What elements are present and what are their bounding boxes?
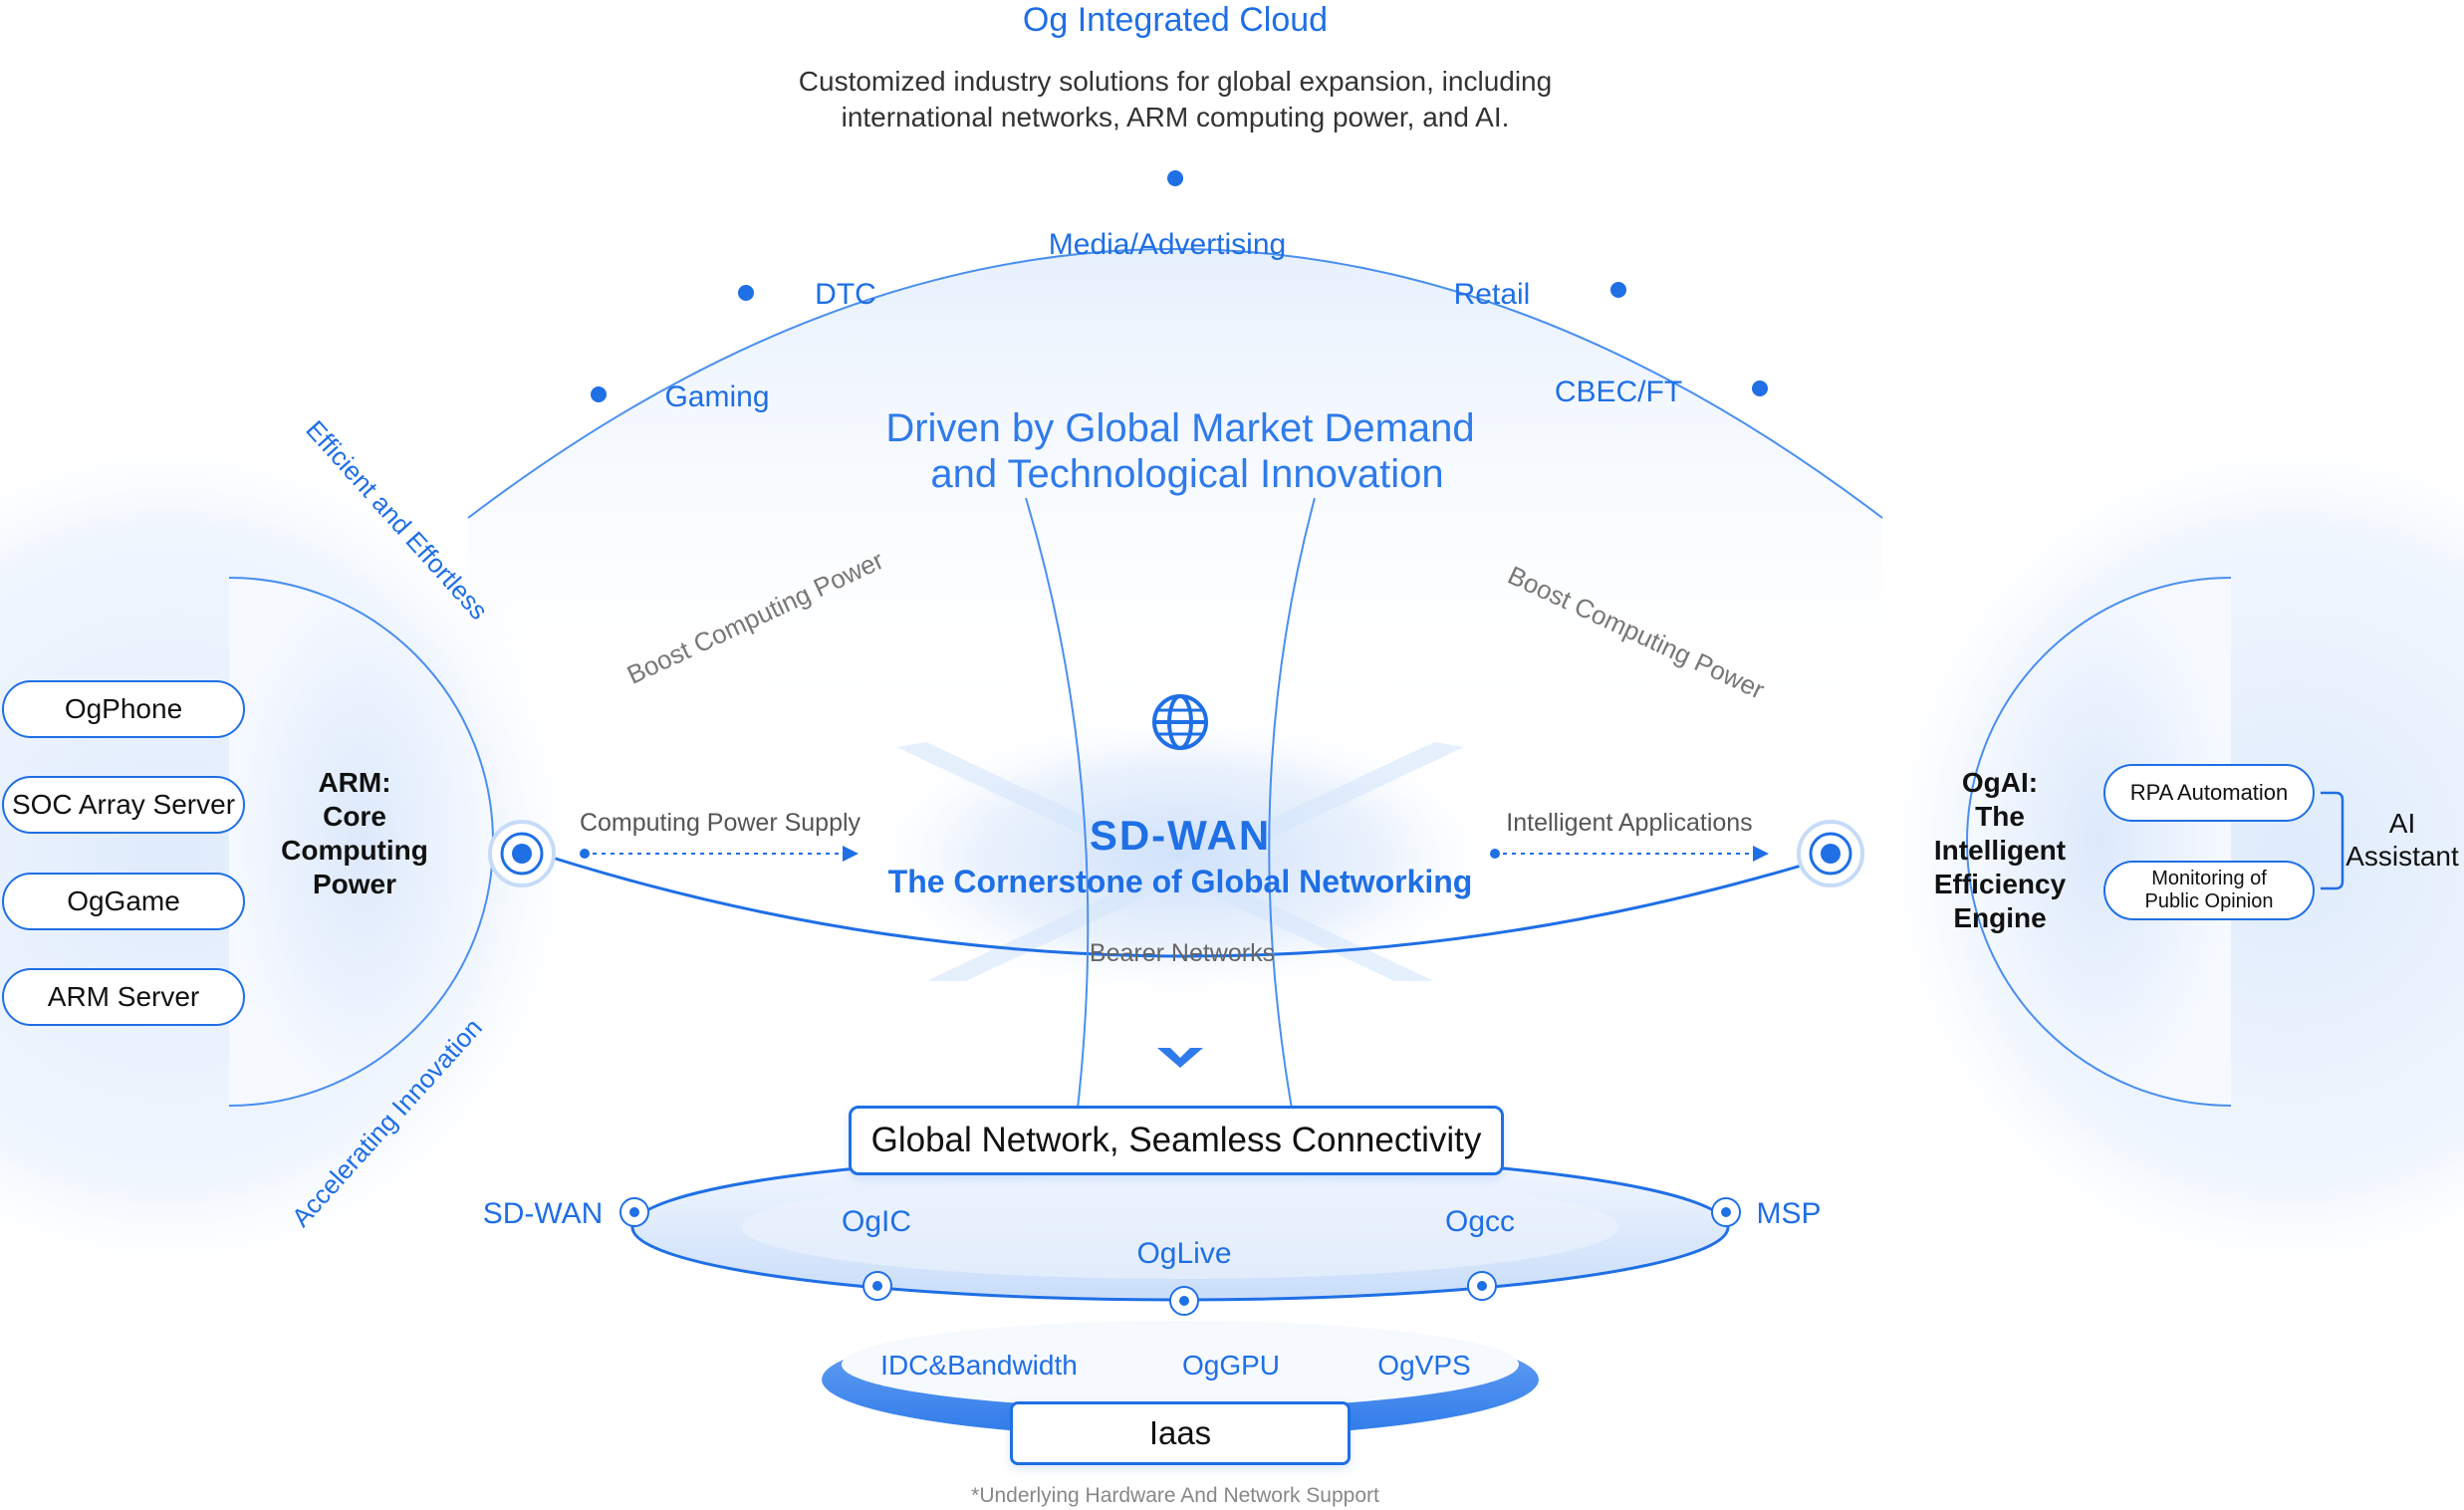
funnel-right: [1268, 497, 1316, 1127]
driver-line-2: and Technological Innovation: [930, 452, 1443, 496]
assistant-line-1: AI: [2389, 808, 2415, 839]
node-label-sdwan: SD-WAN: [483, 1197, 604, 1230]
globe-icon: [1152, 694, 1208, 750]
center-subtitle: The Cornerstone of Global Networking: [888, 864, 1473, 899]
industry-dot-dtc: [738, 285, 754, 301]
page-title: Og Integrated Cloud: [1023, 1, 1328, 39]
right-core-arc: [1966, 577, 2232, 1107]
assistant-line-2: Assistant: [2345, 841, 2459, 872]
iaas-label: Iaas: [1010, 1401, 1351, 1465]
industry-media: Media/Advertising: [1049, 228, 1286, 261]
beam-2: [926, 742, 1464, 981]
iaas-item-oggpu: OgGPU: [1182, 1350, 1280, 1381]
ogai-title-5: Engine: [1953, 902, 2046, 933]
right-item-rpa-label: RPA Automation: [2129, 780, 2289, 805]
ogai-title-4: Efficiency: [1934, 869, 2067, 899]
iaas-base-tint: [842, 1321, 1519, 1408]
node-marker-ogic: [862, 1271, 892, 1301]
assistant-bracket: [2321, 791, 2344, 890]
industry-dot-cbec: [1752, 380, 1768, 396]
left-item-arm-server: ARM Server: [2, 968, 245, 1026]
left-item-ogphone: OgPhone: [2, 680, 245, 738]
beam-1: [896, 742, 1434, 981]
center-title: SD-WAN: [1090, 812, 1271, 859]
right-target-node: [1797, 820, 1864, 887]
network-banner: Global Network, Seamless Connectivity: [849, 1106, 1504, 1175]
subtitle-line-2: international networks, ARM computing po…: [842, 102, 1510, 132]
node-marker-oglive: [1169, 1286, 1199, 1316]
left-item-oggame: OgGame: [2, 873, 245, 930]
left-target-node: [488, 820, 556, 887]
right-item-monitoring-line-1: Monitoring of: [2151, 868, 2267, 889]
industry-gaming: Gaming: [664, 380, 769, 413]
industry-dot-gaming: [591, 386, 607, 402]
industry-retail: Retail: [1454, 278, 1531, 311]
center-glow: [852, 707, 1509, 1006]
industry-dot-retail: [1610, 282, 1626, 298]
flow-arrow-left: [580, 846, 859, 862]
node-marker-ogcc: [1467, 1271, 1497, 1301]
iaas-item-idc: IDC&Bandwidth: [880, 1350, 1078, 1381]
node-label-ogcc: Ogcc: [1445, 1205, 1515, 1238]
bearer-label: Bearer Networks: [1090, 939, 1275, 967]
right-item-rpa-automation: RPA Automation: [2103, 764, 2315, 822]
down-chevron-icon: [1157, 1048, 1203, 1068]
subtitle-line-1: Customized industry solutions for global…: [799, 66, 1552, 97]
dome-fill: [468, 249, 1882, 757]
node-marker-sdwan: [619, 1197, 649, 1227]
node-label-ogic: OgIC: [842, 1205, 911, 1238]
ogai-title-1: OgAI:: [1962, 767, 2038, 798]
node-label-msp: MSP: [1756, 1197, 1821, 1230]
funnel-left: [1025, 497, 1090, 1127]
arm-title-1: ARM:: [318, 767, 390, 798]
arm-title-4: Power: [313, 869, 396, 899]
industry-dtc: DTC: [815, 278, 876, 311]
left-item-soc-array-server: SOC Array Server: [2, 776, 245, 834]
ogai-title-3: Intelligent: [1934, 835, 2066, 866]
industry-cbec: CBEC/FT: [1555, 376, 1682, 408]
flow-label-right: Intelligent Applications: [1506, 809, 1752, 837]
industry-arc: [467, 248, 1883, 519]
driver-line-1: Driven by Global Market Demand: [885, 406, 1474, 450]
right-item-monitoring-line-2: Public Opinion: [2144, 890, 2274, 912]
iaas-item-ogvps: OgVPS: [1377, 1350, 1470, 1381]
industry-dot-media: [1167, 170, 1183, 186]
footnote: *Underlying Hardware And Network Support: [971, 1484, 1379, 1507]
node-label-oglive: OgLive: [1136, 1237, 1231, 1270]
network-ring-inner: [742, 1175, 1618, 1279]
flow-arrow-right: [1490, 846, 1769, 862]
flow-label-left: Computing Power Supply: [580, 809, 862, 837]
lens-bottom-curve: [517, 845, 1863, 958]
arm-title-2: Core: [323, 801, 386, 832]
right-item-monitoring: Monitoring of Public Opinion: [2103, 861, 2315, 920]
ogai-title-2: The: [1975, 801, 2025, 832]
node-marker-msp: [1711, 1197, 1741, 1227]
arm-title-3: Computing: [281, 835, 428, 866]
